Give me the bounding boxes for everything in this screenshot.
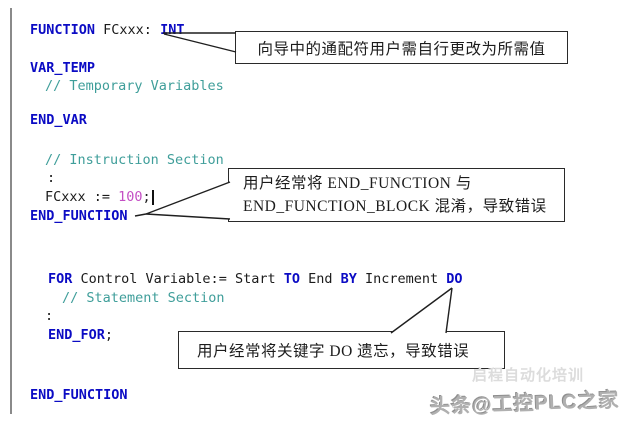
colon-placeholder: : (45, 308, 54, 324)
comment-temporary-variables: // Temporary Variables (45, 78, 224, 94)
literal-100: 100 (118, 189, 143, 205)
code-line-for-header: FOR Control Variable:= Start TO End BY I… (48, 271, 463, 287)
keyword-do: DO (446, 271, 463, 287)
callout-pointer-do-fill (392, 289, 452, 333)
callout-box-do-keyword: 用户经常将关键字 DO 遗忘，导致错误 (178, 331, 505, 369)
type-int: INT (160, 22, 185, 38)
assignment-lhs: FCxxx := (45, 189, 119, 205)
callout-pointer-endfunction-fill (146, 182, 229, 219)
callout-text-do-keyword: 用户经常将关键字 DO 遗忘，导致错误 (197, 343, 470, 360)
code-line-function-header: FUNCTION FCxxx: INT (30, 22, 184, 38)
callout-text-endfunction-line1: 用户经常将 END_FUNCTION 与 (243, 175, 472, 192)
code-line-var-temp: VAR_TEMP (30, 60, 95, 76)
watermark-faint-text: 启程自动化培训 (472, 367, 585, 384)
code-line-end-var: END_VAR (30, 112, 87, 128)
keyword-end-for: END_FOR (48, 327, 105, 343)
callout-pointer-endfunction-bottom-line (145, 213, 231, 220)
for-control-expr: Control Variable:= Start (72, 271, 284, 287)
callout-pointer-do-right-line (445, 287, 453, 334)
keyword-end-var: END_VAR (30, 112, 87, 128)
callout-text-endfunction-line2: END_FUNCTION_BLOCK 混淆，导致错误 (243, 198, 547, 215)
function-name: FCxxx: (95, 22, 161, 38)
for-increment-expr: Increment (356, 271, 447, 287)
watermark: 头条@工控PLC之家 (429, 389, 620, 419)
callout-text-wildcard: 向导中的通配符用户需自行更改为所需值 (257, 40, 546, 58)
code-line-comment-statement: // Statement Section (62, 290, 225, 306)
comment-statement-section: // Statement Section (62, 290, 225, 306)
callout-box-wildcard: 向导中的通配符用户需自行更改为所需值 (235, 31, 568, 64)
callout-pointer-do-left-line (390, 287, 453, 334)
keyword-to: TO (283, 271, 300, 287)
code-line-end-function-1: END_FUNCTION (30, 208, 128, 224)
keyword-end-function: END_FUNCTION (30, 387, 128, 403)
code-line-end-for: END_FOR; (48, 327, 113, 343)
for-end-expr: End (299, 271, 341, 287)
callout-pointer-endfunction-top-line (145, 181, 231, 215)
code-line-comment-instruction: // Instruction Section (45, 152, 224, 168)
code-line-comment-temp-vars: // Temporary Variables (45, 78, 224, 94)
callout-pointer-endfunction-tail (134, 213, 147, 217)
text-cursor (151, 190, 154, 205)
code-line-colon-1: : (47, 170, 55, 186)
semicolon: ; (104, 327, 114, 343)
keyword-var-temp: VAR_TEMP (30, 60, 96, 76)
code-line-colon-2: : (45, 308, 53, 324)
callout-box-end-function: 用户经常将 END_FUNCTION 与 END_FUNCTION_BLOCK … (228, 168, 565, 222)
code-line-end-function-2: END_FUNCTION (30, 387, 128, 403)
code-line-assignment: FCxxx := 100; (45, 189, 154, 205)
semicolon: ; (142, 189, 151, 205)
keyword-for: FOR (48, 271, 73, 287)
comment-instruction-section: // Instruction Section (45, 152, 224, 168)
keyword-function: FUNCTION (30, 22, 96, 38)
left-margin-rule (10, 8, 12, 414)
keyword-end-function: END_FUNCTION (30, 208, 128, 224)
colon-placeholder: : (47, 170, 56, 186)
keyword-by: BY (340, 271, 357, 287)
